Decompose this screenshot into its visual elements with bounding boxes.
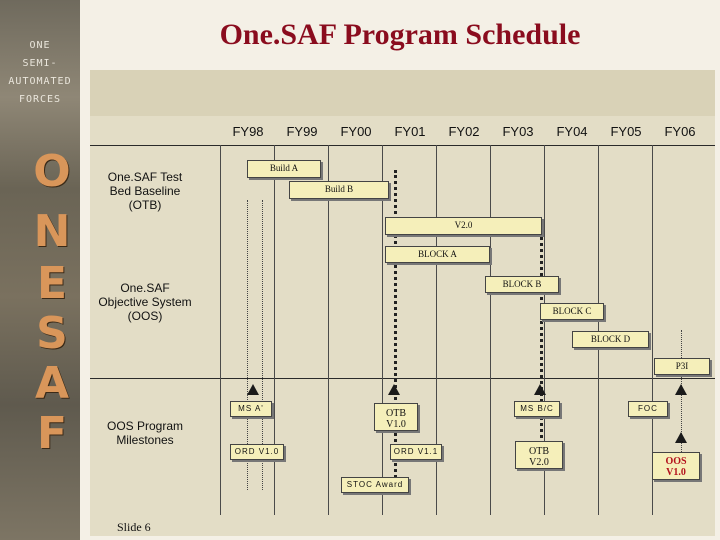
- sidebar-brand-line-4: FORCES: [18, 94, 62, 105]
- guide-dotted-otb-v10: [394, 170, 397, 490]
- milestone-foc-label: FOC: [638, 404, 658, 413]
- grid-line-fy06: [652, 145, 653, 515]
- section-milestones-label: OOS Program Milestones: [106, 419, 184, 447]
- fy-header-fy03: FY03: [502, 124, 534, 139]
- milestone-otb-v20-label: OTB V2.0: [529, 446, 549, 468]
- milestone-ms-bc-label: MS B/C: [520, 404, 554, 413]
- bar-block-a: BLOCK A: [385, 246, 490, 263]
- fy-header-fy04: FY04: [556, 124, 588, 139]
- milestone-ms-a-label: MS A': [238, 404, 264, 413]
- grid-line-fy01: [382, 145, 383, 515]
- guide-dotted-ms-a: [247, 200, 248, 490]
- milestone-oos-v10-label: OOS V1.0: [665, 456, 687, 478]
- bar-v20-label: V2.0: [454, 220, 473, 230]
- bar-block-b: BLOCK B: [485, 276, 559, 293]
- milestone-triangle-otb-v10: [388, 384, 400, 395]
- slide-title: One.SAF Program Schedule: [219, 18, 581, 51]
- fy-header-fy00: FY00: [340, 124, 372, 139]
- fy-header-fy05: FY05: [610, 124, 642, 139]
- grid-line-header: [90, 145, 715, 146]
- milestone-ord-v10: ORD V1.0: [230, 444, 284, 460]
- fy-header-fy01: FY01: [394, 124, 426, 139]
- bar-block-d: BLOCK D: [572, 331, 649, 348]
- milestone-ord-v10-label: ORD V1.0: [234, 447, 280, 456]
- sidebar-letter-e: E: [36, 258, 68, 309]
- bar-block-c-label: BLOCK C: [552, 306, 592, 316]
- grid-line-fy04: [544, 145, 545, 515]
- grid-line-fy00: [328, 145, 329, 515]
- fy-header-fy06: FY06: [664, 124, 696, 139]
- grid-line-fy98: [220, 145, 221, 515]
- bar-build-b-label: Build B: [324, 184, 354, 194]
- section-oos-label: One.SAF Objective System (OOS): [98, 281, 192, 323]
- guide-dotted-fy98: [262, 200, 263, 490]
- milestone-stoc-award: STOC Award: [341, 477, 409, 493]
- milestone-foc: FOC: [628, 401, 668, 417]
- bar-block-b-label: BLOCK B: [502, 279, 542, 289]
- fy-header-fy98: FY98: [232, 124, 264, 139]
- bar-block-a-label: BLOCK A: [418, 249, 457, 259]
- milestone-triangle-ms-a: [247, 384, 259, 395]
- sidebar-brand-line-3: AUTOMATED: [8, 76, 72, 87]
- milestone-stoc-award-label: STOC Award: [346, 480, 404, 489]
- milestone-otb-v10: OTB V1.0: [374, 403, 418, 431]
- sidebar-brand-line-2: SEMI-: [22, 58, 58, 69]
- grid-line-fy05: [598, 145, 599, 515]
- bar-p3i: P3I: [654, 358, 710, 375]
- sidebar-letter-n: N: [33, 206, 71, 257]
- section-otb-label: One.SAF Test Bed Baseline (OTB): [107, 170, 183, 212]
- milestone-otb-v20: OTB V2.0: [515, 441, 563, 469]
- bar-block-d-label: BLOCK D: [590, 334, 631, 344]
- bar-p3i-label: P3I: [675, 361, 689, 371]
- guide-dotted-foc: [681, 330, 682, 460]
- milestone-ms-bc: MS B/C: [514, 401, 560, 417]
- milestone-otb-v10-label: OTB V1.0: [386, 408, 406, 430]
- bar-block-c: BLOCK C: [540, 303, 604, 320]
- milestone-ord-v11: ORD V1.1: [390, 444, 442, 460]
- bar-v20: V2.0: [385, 217, 542, 235]
- milestone-ms-a: MS A': [230, 401, 272, 417]
- sidebar-letter-f: F: [36, 408, 68, 459]
- bar-build-a: Build A: [247, 160, 321, 178]
- fy-header-fy02: FY02: [448, 124, 480, 139]
- bar-build-a-label: Build A: [269, 163, 299, 173]
- slide-number: Slide 6: [117, 520, 151, 534]
- milestone-oos-v10: OOS V1.0: [652, 452, 700, 480]
- milestone-triangle-ms-bc: [534, 384, 546, 395]
- grid-line-fy99: [274, 145, 275, 515]
- sidebar-letter-a: A: [34, 358, 70, 409]
- sidebar-brand-line-1: ONE: [29, 40, 51, 51]
- grid-line-fy02: [436, 145, 437, 515]
- milestone-triangle-foc: [675, 384, 687, 395]
- fy-header-fy99: FY99: [286, 124, 318, 139]
- grid-line-milestones: [90, 378, 715, 379]
- milestone-triangle-oos-v10: [675, 432, 687, 443]
- milestone-ord-v11-label: ORD V1.1: [393, 447, 439, 456]
- sidebar-letter-s: S: [36, 308, 68, 359]
- sidebar-banner: ONE SEMI- AUTOMATED FORCES O N E S A F: [0, 0, 80, 540]
- sidebar-letter-o: O: [33, 146, 71, 197]
- grid-line-fy03: [490, 145, 491, 515]
- guide-dotted-ms-bc: [540, 220, 543, 450]
- bar-build-b: Build B: [289, 181, 389, 199]
- schedule-panel-header-shade: [90, 70, 715, 116]
